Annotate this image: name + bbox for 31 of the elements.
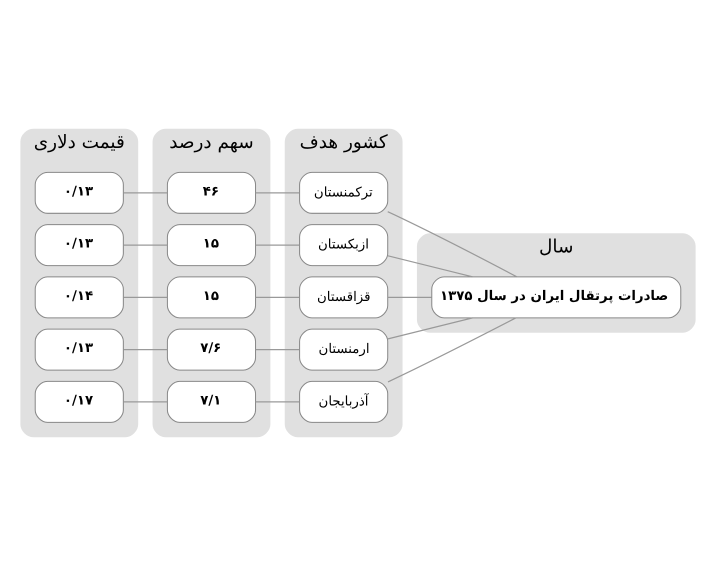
connector (123, 244, 168, 246)
connector (388, 255, 473, 278)
connector (388, 296, 432, 298)
connector (123, 296, 168, 298)
node-box: ۱۵ (166, 276, 256, 318)
connector (256, 296, 300, 298)
node-box: ازبکستان (299, 224, 388, 266)
node-box: ۰/۱۷ (34, 380, 124, 423)
node-box: ۰/۱۳ (34, 224, 124, 266)
node-box: ۰/۱۳ (34, 328, 124, 371)
node-box: ترکمنستان (299, 172, 388, 214)
node-box: ۷/۱ (166, 380, 256, 423)
connector (388, 317, 473, 340)
connector (388, 317, 516, 383)
connector (256, 244, 300, 246)
node-box: ۰/۱۴ (34, 276, 124, 318)
node-box: صادرات پرتقال ایران در سال ۱۳۷۵ (431, 276, 682, 318)
node-box: قزاقستان (299, 276, 388, 318)
connector (387, 211, 518, 278)
node-box: ۴۶ (166, 172, 256, 214)
node-box: ۰/۱۳ (34, 172, 124, 214)
node-box: ارمنستان (299, 328, 388, 371)
connector (256, 401, 300, 402)
node-box: ۱۵ (166, 224, 256, 266)
connector (256, 349, 300, 350)
connector (123, 349, 168, 350)
node-box: ۷/۶ (166, 328, 256, 371)
connector (123, 192, 168, 194)
node-box: آذربایجان (299, 380, 388, 423)
connector (123, 401, 168, 402)
connector (256, 192, 300, 194)
